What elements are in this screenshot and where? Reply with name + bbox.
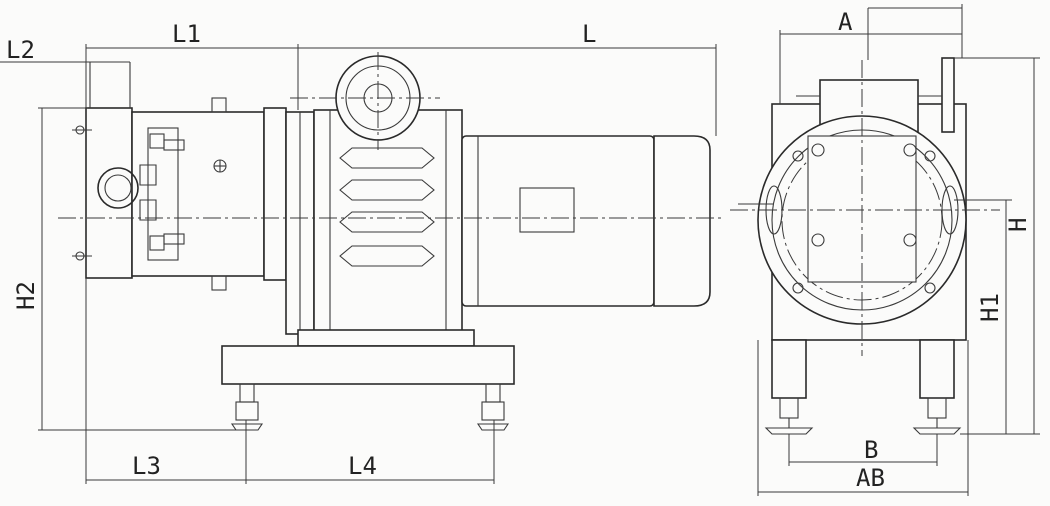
side-handwheel — [941, 57, 955, 133]
pump-casing — [131, 111, 265, 277]
casing-bolts — [139, 133, 185, 251]
front-bolts — [792, 143, 936, 294]
motor-body — [461, 135, 655, 307]
pedestal — [297, 329, 475, 347]
label-h2: H2 — [12, 281, 40, 310]
motor-fan-cover — [653, 135, 711, 307]
label-l: L — [582, 20, 596, 48]
top-lug — [211, 97, 227, 113]
adjustable-feet — [230, 383, 510, 431]
label-h1: H1 — [976, 293, 1004, 322]
front-legs — [764, 339, 962, 435]
bearing-housing — [263, 107, 287, 281]
inlet-port-outer — [97, 167, 139, 209]
flange-studs — [72, 125, 92, 261]
front-view: A H H1 B AB — [730, 4, 1040, 496]
label-h: H — [1004, 218, 1032, 232]
bottom-lug — [211, 275, 227, 291]
side-view: L1 L L2 H2 L3 L4 — [0, 20, 722, 484]
label-l4: L4 — [348, 452, 377, 480]
label-l3: L3 — [132, 452, 161, 480]
label-l2: L2 — [6, 36, 35, 64]
label-l1: L1 — [172, 20, 201, 48]
label-a: A — [838, 8, 853, 36]
pump-cover-inner — [147, 127, 179, 261]
gearbox-fins — [339, 147, 435, 267]
inlet-port-inner — [104, 174, 132, 202]
motor-terminal-box — [519, 187, 575, 233]
base-plate — [221, 345, 515, 385]
gearbox-body — [313, 109, 463, 333]
label-b: B — [864, 436, 878, 464]
pump-flange-plate — [85, 107, 133, 279]
label-ab: AB — [856, 464, 885, 492]
